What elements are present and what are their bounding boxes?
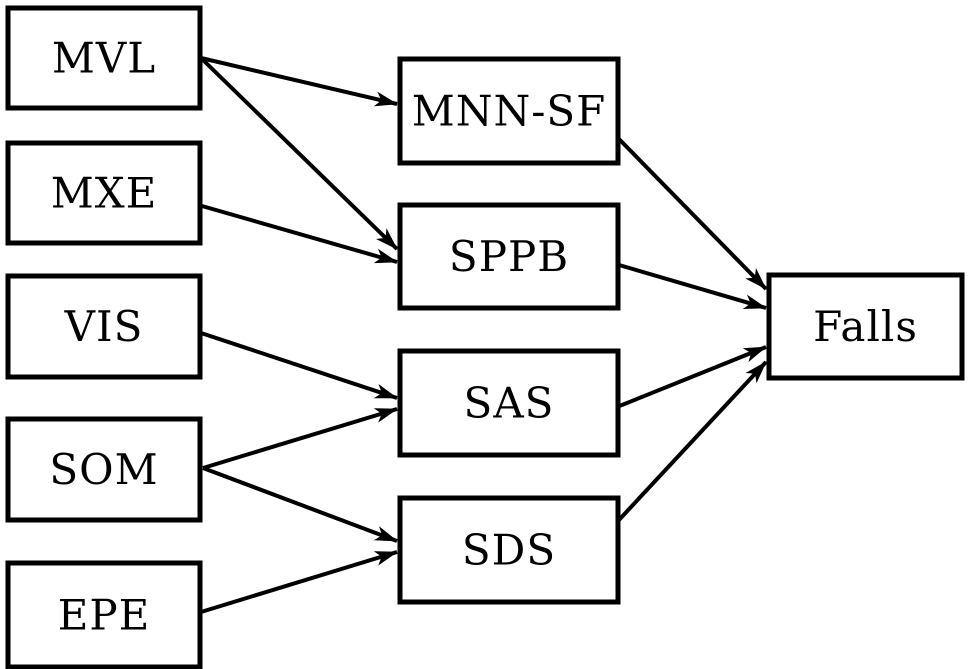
node-box-mvl [5,5,203,111]
node-falls: Falls [766,272,965,381]
node-box-sds [397,495,621,605]
edge-vis-to-sas [200,331,398,400]
node-box-som [5,416,203,523]
edge-mvl-to-sppb [199,56,399,251]
edge-epe-to-sds [200,550,398,614]
node-label-sppb: SPPB [449,232,569,281]
node-vis: VIS [5,273,203,380]
node-label-vis: VIS [64,302,144,351]
edge-sds-to-falls [616,360,768,523]
node-sppb: SPPB [397,202,621,311]
node-label-mxe: MXE [51,169,158,218]
node-epe: EPE [5,560,203,669]
node-box-sas [397,348,621,458]
node-box-mnn_sf [397,56,621,166]
node-box-mxe [5,140,203,246]
node-box-vis [5,273,203,380]
node-mxe: MXE [5,140,203,246]
node-label-epe: EPE [58,591,151,640]
edge-mvl-to-mnn_sf [200,56,398,107]
node-label-mvl: MVL [52,34,156,83]
node-label-falls: Falls [813,302,918,351]
node-label-mnn_sf: MNN-SF [412,87,607,136]
node-label-som: SOM [49,445,158,494]
node-box-sppb [397,202,621,311]
node-label-sas: SAS [464,379,555,428]
node-box-falls [766,272,965,381]
edge-mnn_sf-to-falls [616,136,768,291]
node-label-sds: SDS [462,526,556,575]
node-mnn_sf: MNN-SF [397,56,621,166]
edge-sas-to-falls [616,345,767,409]
node-som: SOM [5,416,203,523]
edge-som-to-sds [202,466,398,543]
edge-sppb-to-falls [618,263,767,310]
node-sas: SAS [397,348,621,458]
node-box-epe [5,560,203,669]
node-sds: SDS [397,495,621,605]
edge-mxe-to-sppb [201,204,398,264]
node-mvl: MVL [5,5,203,111]
edge-som-to-sas [202,407,398,470]
